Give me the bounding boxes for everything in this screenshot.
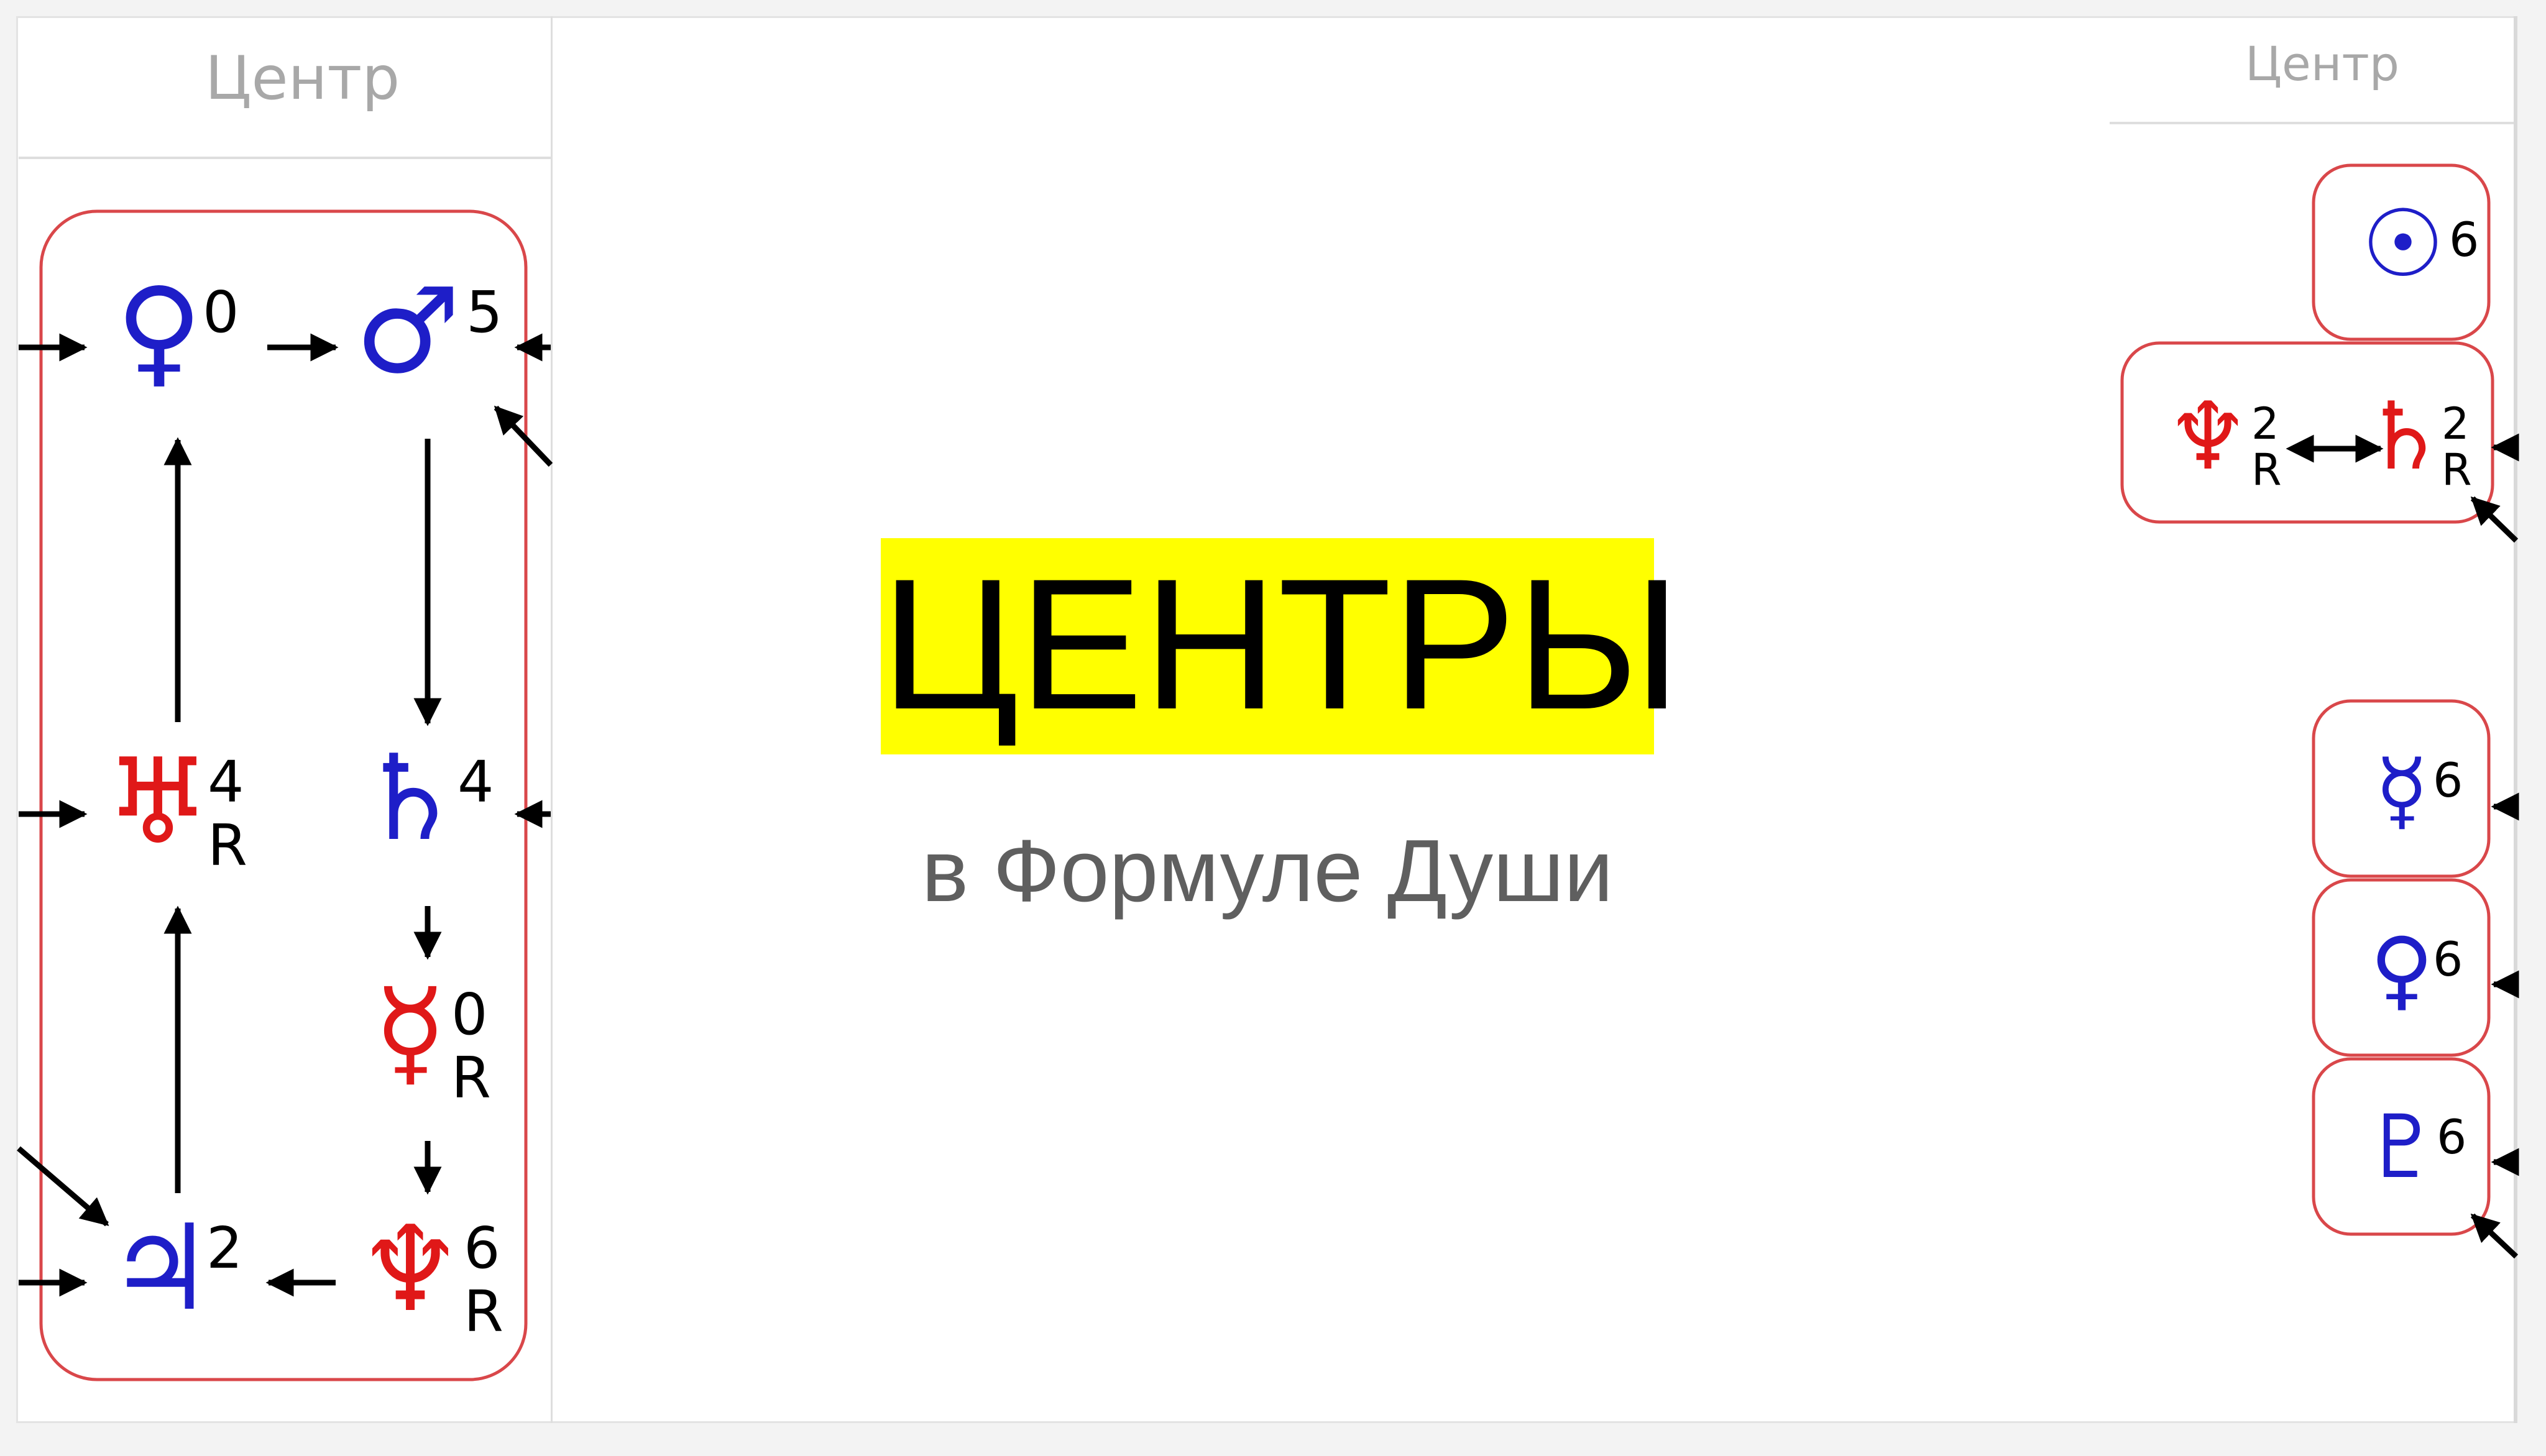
sun-icon: ☉ [2361,190,2445,298]
right-panel-edge [2514,16,2517,1423]
right-panel-header: Центр [2245,36,2399,91]
saturn-right-icon: ♄ [2363,383,2446,491]
mercury-icon: ☿ [374,963,447,1101]
right-box-mercury [2312,699,2491,878]
neptune-right-retro: R [2251,444,2282,495]
saturn-right-retro: R [2442,444,2472,495]
saturn-right-number: 2 [2442,398,2470,449]
mercury-retro: R [451,1045,491,1111]
venus-number: 0 [203,279,239,346]
right-box-neptune-saturn [2120,341,2494,524]
right-box-pluto [2312,1057,2491,1236]
arrow-diag-mars [494,405,553,467]
title-highlight: ЦЕНТРЫ [881,538,1681,754]
page-subtitle: в Формуле Души [921,822,1614,920]
pluto-right-icon: ♇ [2363,1097,2441,1198]
planet-boxes [39,163,2494,1381]
neptune-number: 6 [464,1215,500,1281]
venus-icon: ♀ [116,262,202,400]
saturn-icon: ♄ [357,730,463,867]
uranus-icon: ♅ [105,733,211,871]
left-panel-divider [551,16,553,1423]
uranus-retro: R [208,812,247,879]
pluto-right-number: 6 [2437,1109,2466,1165]
arrow-diag-pluto-right [2470,1213,2519,1259]
arrow-diag-right-pair [2470,496,2519,543]
venus-right-icon: ♀ [2370,919,2434,1020]
left-center-box [39,209,528,1381]
venus-right-number: 6 [2433,932,2463,987]
right-planets: ☉ 6 ♆ 2 R ♄ 2 R ☿ 6 ♀ 6 ♇ 6 [2166,190,2479,1198]
neptune-right-number: 2 [2251,398,2279,449]
saturn-number: 4 [457,749,494,815]
left-header-underline [19,157,552,159]
left-planets: ♀ 0 ♂ 5 ♅ 4 R ♄ 4 ☿ 0 R ♃ 2 ♆ 6 R [105,262,503,1345]
mars-number: 5 [466,279,503,346]
right-box-venus [2312,878,2491,1057]
sun-number: 6 [2449,212,2479,267]
mars-icon: ♂ [355,262,461,400]
right-box-sun [2312,163,2491,341]
neptune-right-icon: ♆ [2166,383,2250,491]
left-panel-header: Центр [205,43,400,113]
mercury-right-icon: ☿ [2375,740,2429,841]
neptune-icon: ♆ [357,1201,463,1338]
arrow-diag-jupiter [17,1146,109,1227]
neptune-retro: R [464,1278,503,1345]
connection-arrows [17,333,2519,1297]
jupiter-icon: ♃ [108,1199,213,1337]
page-title: ЦЕНТРЫ [881,539,1681,748]
mercury-right-number: 6 [2433,753,2463,808]
right-header-underline [2110,122,2517,124]
uranus-number: 4 [208,749,244,815]
mercury-number: 0 [451,981,488,1048]
jupiter-number: 2 [206,1215,243,1281]
